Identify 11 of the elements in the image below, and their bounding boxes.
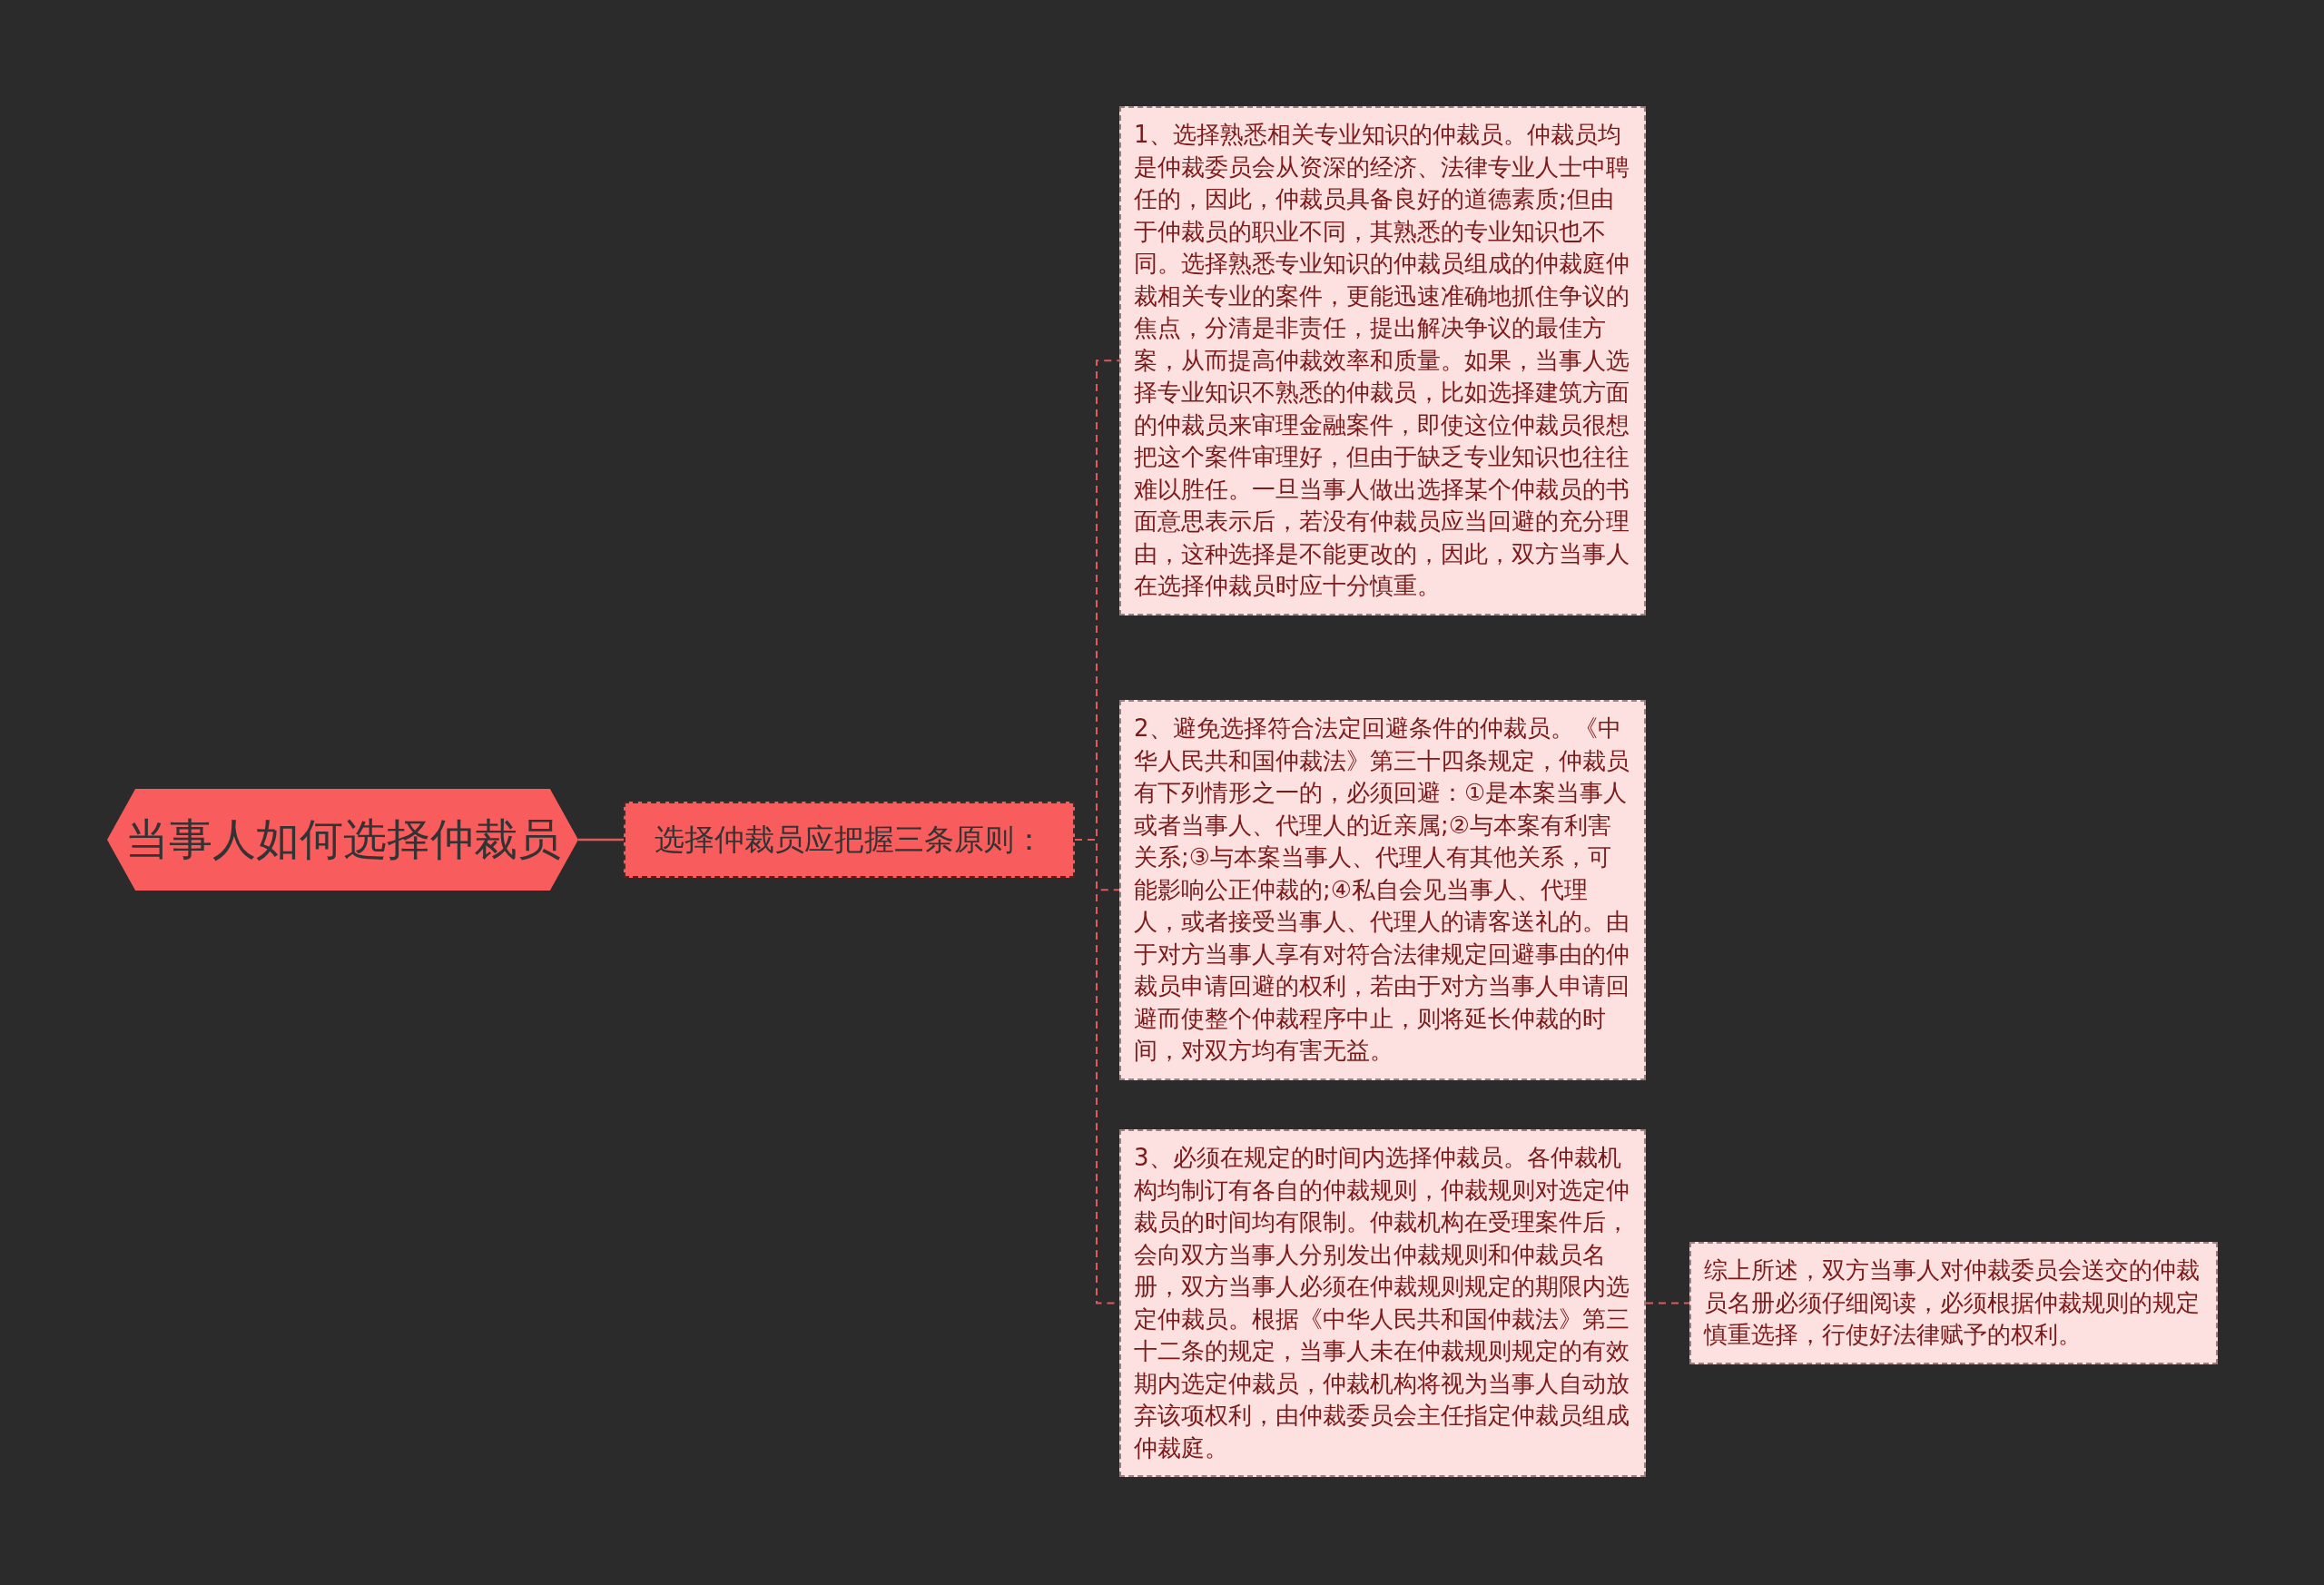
note-box (1689, 1242, 2218, 1364)
node-label: 当事人如何选择仲裁员 (124, 812, 561, 866)
node-label: 选择仲裁员应把握三条原则： (655, 820, 1044, 859)
connector-line (578, 838, 624, 842)
note-text: 1、选择熟悉相关专业知识的仲裁员。仲裁员均是仲裁委员会从资深的经济、法律专业人士中聘任的，因此，仲裁员具备良好的道德素质;但由于仲裁员的职业不同，其熟悉的专业知识也不同。选择熟悉专业知识的仲裁员组成的仲裁庭仲裁相关专业的案件，更能迅速准确地抓住争议的焦点，分清是非责任，提出解决争议的最佳方案，从而提高仲裁效率和质量。如果，当事人选择专业知识不熟悉的仲裁员，比如选择建筑方面的仲裁员来审理金融案件，即使这位仲裁员很想把这个案件审理好，但由于缺乏专业知识也往往难以胜任。一旦当事人做出选择某个仲裁员的书面意思表示后，若没有仲裁员应当回避的充分理由，这种选择是不能更改的，因此，双方当事人在选择仲裁员时应十分慎重。 (1134, 120, 1630, 601)
note-text: 综上所述，双方当事人对仲裁委员会送交的仲裁员名册必须仔细阅读，必须根据仲裁规则的规定慎重选择，行使好法律赋予的权利。 (1704, 1255, 2201, 1350)
topic-hexagon (107, 789, 578, 891)
note-text: 2、避免选择符合法定回避条件的仲裁员。《中华人民共和国仲裁法》第三十四条规定，仲裁员有下列情形之一的，必须回避：①是本案当事人或者当事人、代理人的近亲属;②与本案有利害关系;③与本案当事人、代理人有其他关系，可能影响公正仲裁的;④私自会见当事人、代理人，或者接受当事人、代理人的请客送礼的。由于对方当事人享有对符合法律规定回避事由的仲裁员申请回避的权利，若由于对方当事人申请回避而使整个仲裁程序中止，则将延长仲裁的时间，对双方均有害无益。 (1134, 714, 1630, 1066)
note-text: 3、必须在规定的时间内选择仲裁员。各仲裁机构均制订有各自的仲裁规则，仲裁规则对选定仲裁员的时间均有限制。仲裁机构在受理案件后，会向双方当事人分别发出仲裁规则和仲裁员名册，双方当事人必须在仲裁规则规定的期限内选定仲裁员。根据《中华人民共和国仲裁法》第三十二条的规定，当事人未在仲裁规则规定的有效期内选定仲裁员，仲裁机构将视为当事人自动放弃该项权利，由仲裁委员会主任指定仲裁员组成仲裁庭。 (1134, 1143, 1630, 1463)
branch-box (624, 802, 1075, 878)
connector-line (1645, 1302, 1690, 1304)
